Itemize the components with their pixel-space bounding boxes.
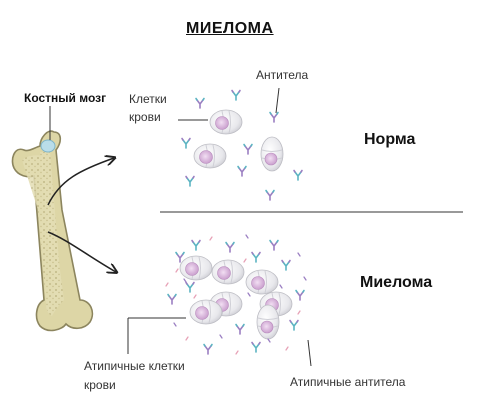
curved-arrow-icon: [47, 158, 114, 206]
antibody-icon: [203, 343, 213, 355]
atypical-antibodies-label: Атипичные антитела: [290, 375, 406, 389]
blood-cell-icon: [260, 136, 284, 172]
antibody-pointer: [275, 87, 280, 114]
antibody-icon: [185, 175, 195, 187]
antibody-icon: [243, 143, 253, 155]
antibody-icon: [237, 165, 247, 177]
bone-marrow-label: Костный мозг: [24, 91, 107, 105]
bone-icon: [11, 130, 94, 332]
antibodies-label: Антитела: [256, 68, 309, 82]
antibody-icon: [251, 251, 261, 263]
atypical-cells-label-line2: крови: [84, 378, 116, 392]
antibody-icon: [175, 251, 185, 263]
antibody-icon: [167, 293, 177, 305]
antibody-icon: [181, 137, 191, 149]
antibody-icon: [235, 323, 245, 335]
antibody-icon: [295, 289, 305, 301]
myeloma-label: Миелома: [360, 274, 433, 291]
blood-cell-icon: [189, 299, 223, 325]
antibody-icon: [191, 239, 201, 251]
antibody-icon: [185, 281, 195, 293]
antibody-icon: [265, 189, 275, 201]
antibody-icon: [231, 89, 241, 101]
atypical-antibodies-pointer: [307, 339, 312, 367]
curved-arrow-icon: [47, 231, 116, 272]
antibody-icon: [293, 169, 303, 181]
antibody-icon: [251, 341, 261, 353]
atypical-cells-label-line1: Атипичные клетки: [84, 359, 185, 373]
antibody-icon: [225, 241, 235, 253]
blood-cell-icon: [211, 259, 245, 285]
normal-cells: [193, 109, 284, 172]
blood-cell-icon: [193, 143, 227, 169]
page-title: МИЕЛОМА: [186, 20, 274, 37]
blood-cells-label-line1: Клетки: [129, 92, 167, 106]
antibody-icon: [195, 97, 205, 109]
blood-cell-icon: [179, 255, 213, 281]
myeloma-cells: [179, 255, 293, 340]
antibody-icon: [269, 239, 279, 251]
antibody-icon: [281, 259, 291, 271]
blood-cell-icon: [256, 304, 280, 340]
normal-label: Норма: [364, 131, 416, 148]
antibody-icon: [269, 111, 279, 123]
antibody-icon: [289, 319, 299, 331]
normal-antibodies: [181, 89, 303, 201]
blood-cell-icon: [209, 109, 243, 135]
blood-cell-icon: [245, 269, 279, 295]
blood-cells-label-line2: крови: [129, 110, 161, 124]
